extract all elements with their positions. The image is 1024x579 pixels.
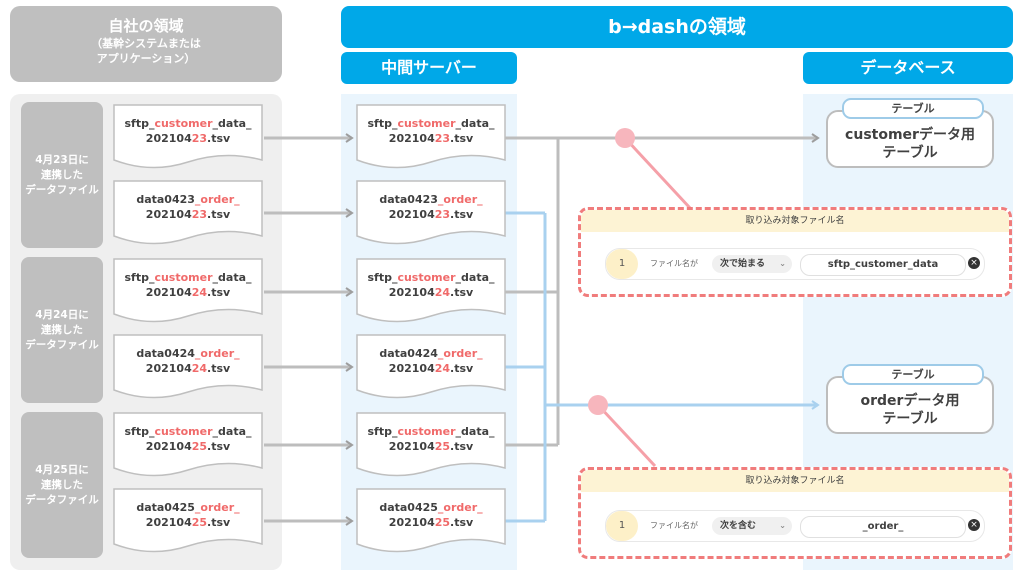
condition-operator-select[interactable]: 次で始まる⌄ [712, 255, 792, 273]
date-box-0424: 4月24日に連携したデータファイル [21, 257, 103, 403]
file-mid-order-0424: data0424_order_20210424.tsv [356, 334, 506, 400]
file-mid-customer-0425: sftp_customer_data_20210425.tsv [356, 412, 506, 478]
callout-dot-customer [615, 128, 635, 148]
table-tag-customer: テーブル [842, 98, 984, 119]
file-filter-customer: 取り込み対象ファイル名 1 ファイル名が 次で始まる⌄ sftp_custome… [578, 207, 1012, 297]
file-left-customer-0424: sftp_customer_data_20210424.tsv [113, 258, 263, 324]
date-box-0423: 4月23日に連携したデータファイル [21, 102, 103, 248]
own-area-title: 自社の領域 [108, 17, 184, 35]
chevron-down-icon: ⌄ [779, 259, 786, 268]
file-filter-title: 取り込み対象ファイル名 [581, 470, 1009, 492]
condition-number: 1 [606, 249, 638, 279]
own-area-subtitle-1: （基幹システムまたは [91, 37, 201, 50]
file-mid-customer-0424: sftp_customer_data_20210424.tsv [356, 258, 506, 324]
chevron-down-icon: ⌄ [779, 521, 786, 530]
file-filter-row: 1 ファイル名が 次を含む⌄ _order_ × [605, 510, 985, 542]
file-left-order-0424: data0424_order_20210424.tsv [113, 334, 263, 400]
file-mid-customer-0423: sftp_customer_data_20210423.tsv [356, 104, 506, 170]
table-order: orderデータ用テーブル [826, 376, 994, 434]
condition-value-input[interactable]: _order_ [800, 516, 966, 538]
callout-dot-order [588, 395, 608, 415]
condition-label: ファイル名が [650, 259, 698, 268]
file-left-customer-0425: sftp_customer_data_20210425.tsv [113, 412, 263, 478]
date-box-0425: 4月25日に連携したデータファイル [21, 412, 103, 558]
file-filter-order: 取り込み対象ファイル名 1 ファイル名が 次を含む⌄ _order_ × [578, 467, 1012, 559]
file-mid-order-0425: data0425_order_20210425.tsv [356, 488, 506, 554]
bdash-area-header: b→dashの領域 [341, 6, 1013, 48]
table-customer: customerデータ用テーブル [826, 110, 994, 168]
condition-number: 1 [606, 511, 638, 541]
file-mid-order-0423: data0423_order_20210423.tsv [356, 180, 506, 246]
clear-icon[interactable]: × [968, 257, 980, 269]
file-filter-row: 1 ファイル名が 次で始まる⌄ sftp_customer_data × [605, 248, 985, 280]
own-area-subtitle-2: アプリケーション） [96, 52, 196, 65]
clear-icon[interactable]: × [968, 519, 980, 531]
file-filter-title: 取り込み対象ファイル名 [581, 210, 1009, 232]
middle-server-header: 中間サーバー [341, 52, 517, 84]
condition-operator-select[interactable]: 次を含む⌄ [712, 517, 792, 535]
own-area-header: 自社の領域 （基幹システムまたは アプリケーション） [10, 6, 282, 82]
file-left-order-0425: data0425_order_20210425.tsv [113, 488, 263, 554]
table-tag-order: テーブル [842, 364, 984, 385]
condition-label: ファイル名が [650, 521, 698, 530]
file-left-order-0423: data0423_order_20210423.tsv [113, 180, 263, 246]
file-left-customer-0423: sftp_customer_data_20210423.tsv [113, 104, 263, 170]
database-header: データベース [803, 52, 1013, 84]
condition-value-input[interactable]: sftp_customer_data [800, 254, 966, 276]
